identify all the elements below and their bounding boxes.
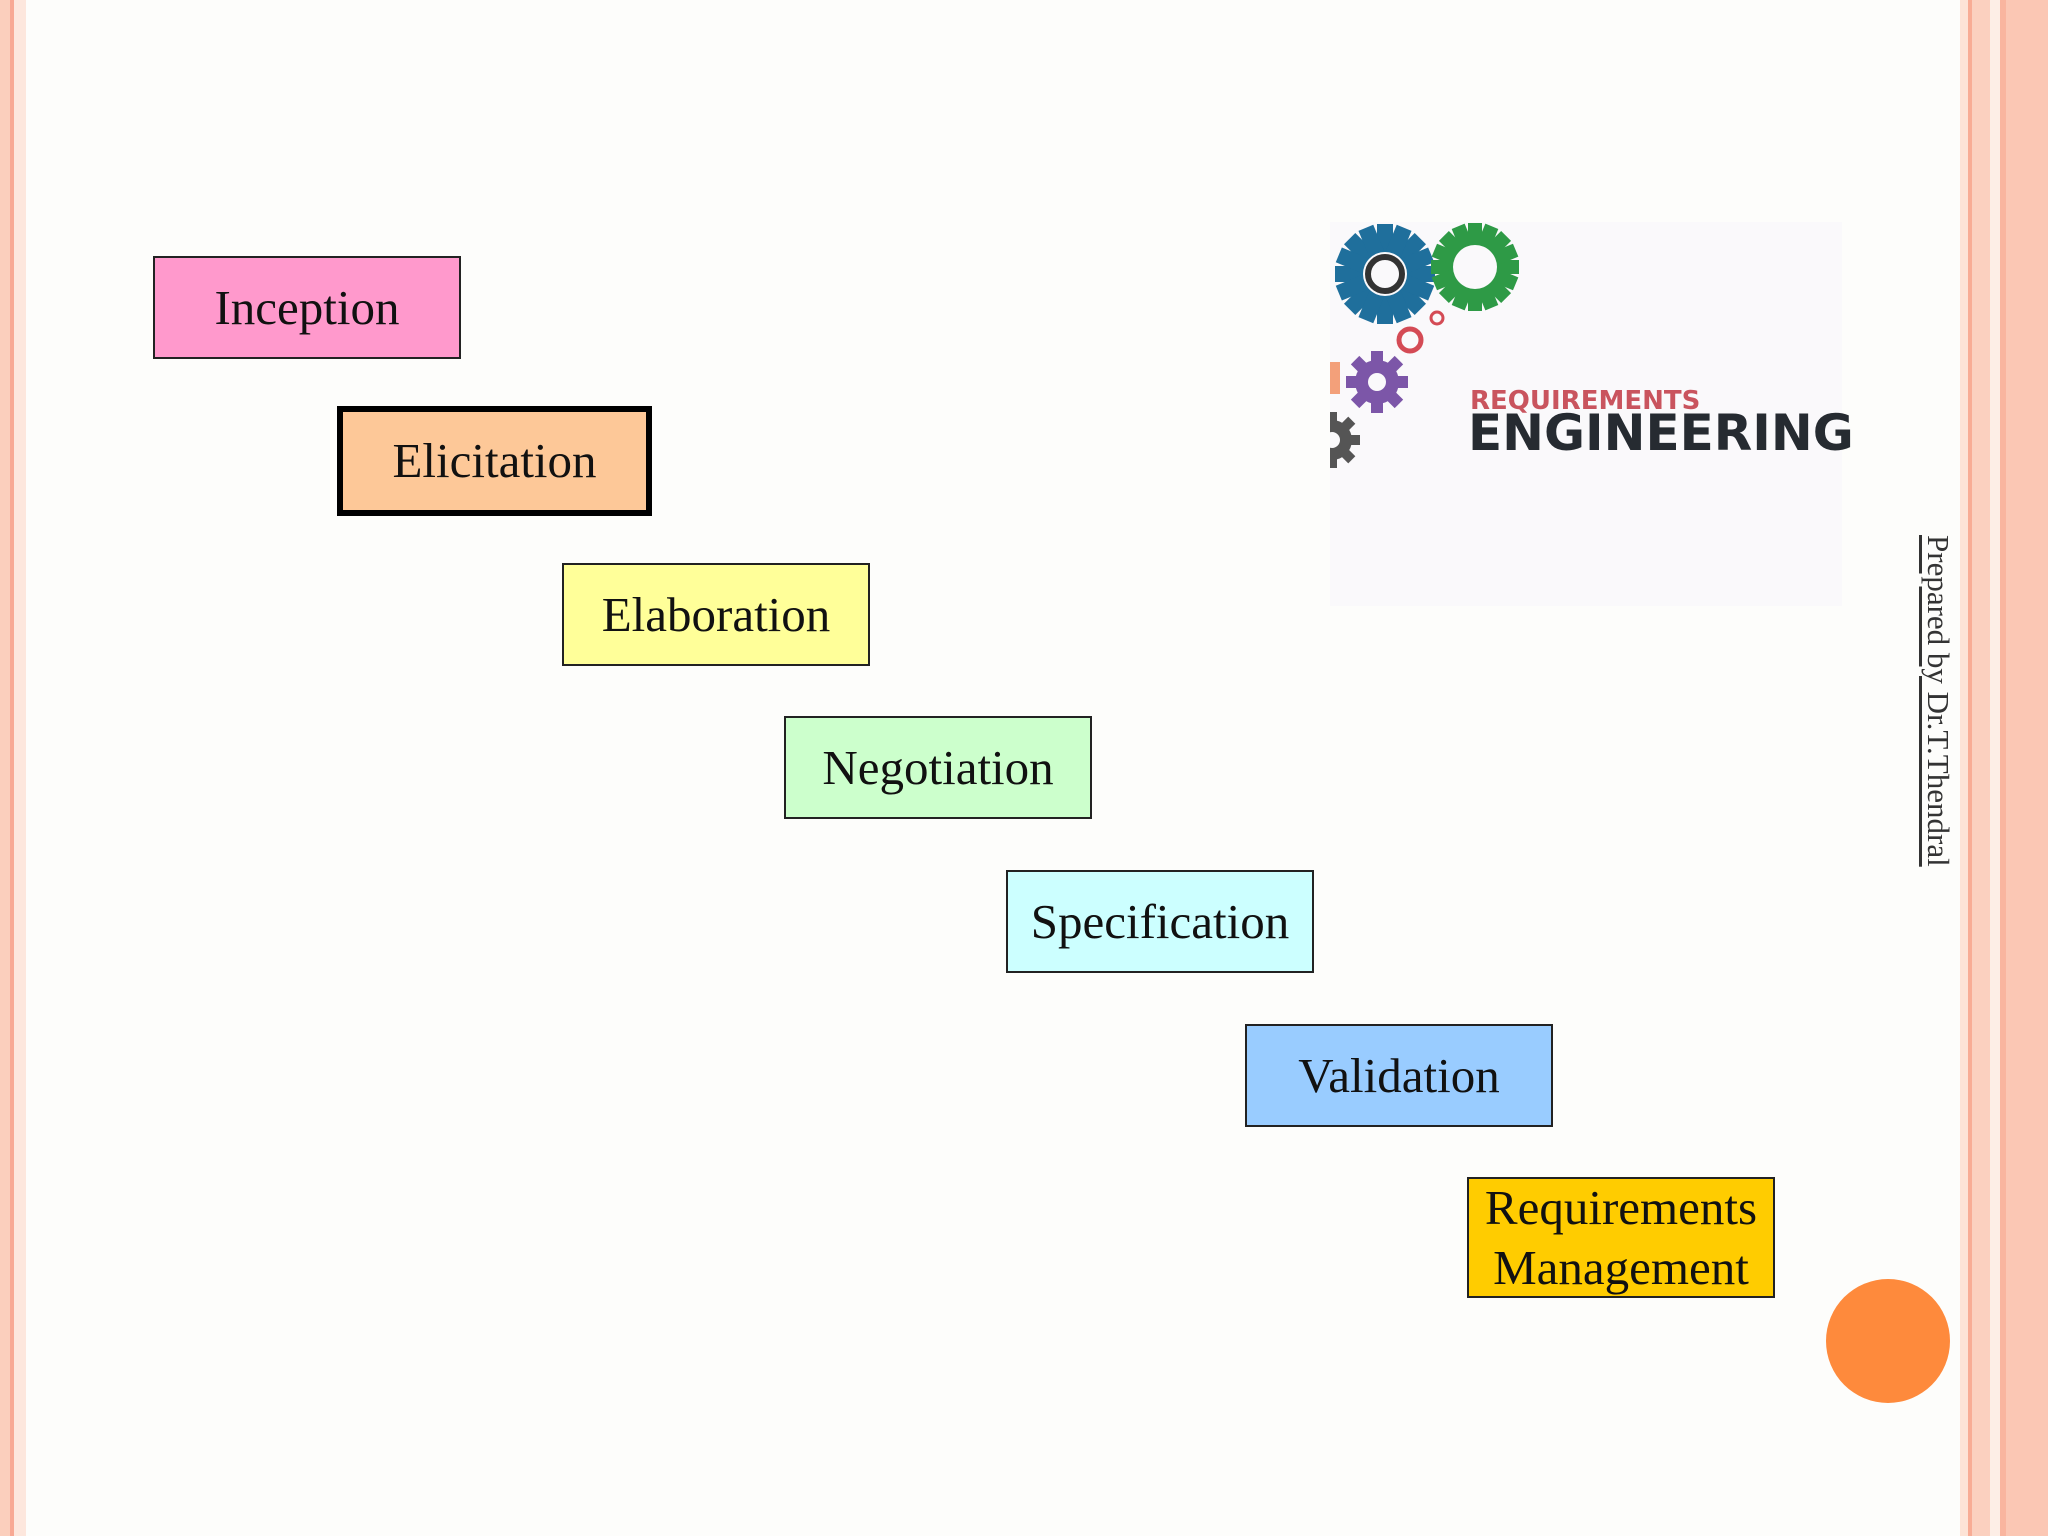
logo-engineering-text: ENGINEERING	[1468, 404, 1854, 462]
left-decorative-border	[0, 0, 26, 1536]
author-credit: Prepared by Dr.T.Thendral	[1920, 535, 1956, 867]
step-negotiation: Negotiation	[784, 716, 1092, 819]
step-specification: Specification	[1006, 870, 1314, 973]
step-label-line2: Management	[1493, 1238, 1749, 1298]
step-requirements-management: Requirements Management	[1467, 1177, 1775, 1298]
step-elaboration: Elaboration	[562, 563, 870, 666]
step-validation: Validation	[1245, 1024, 1553, 1127]
step-elicitation: Elicitation	[337, 406, 652, 516]
step-label-line1: Requirements	[1485, 1178, 1757, 1238]
requirements-engineering-logo: REQUIREMENTS ENGINEERING	[1330, 222, 1842, 606]
right-decorative-border	[1960, 0, 2048, 1536]
decorative-circle	[1826, 1279, 1950, 1403]
step-inception: Inception	[153, 256, 461, 359]
